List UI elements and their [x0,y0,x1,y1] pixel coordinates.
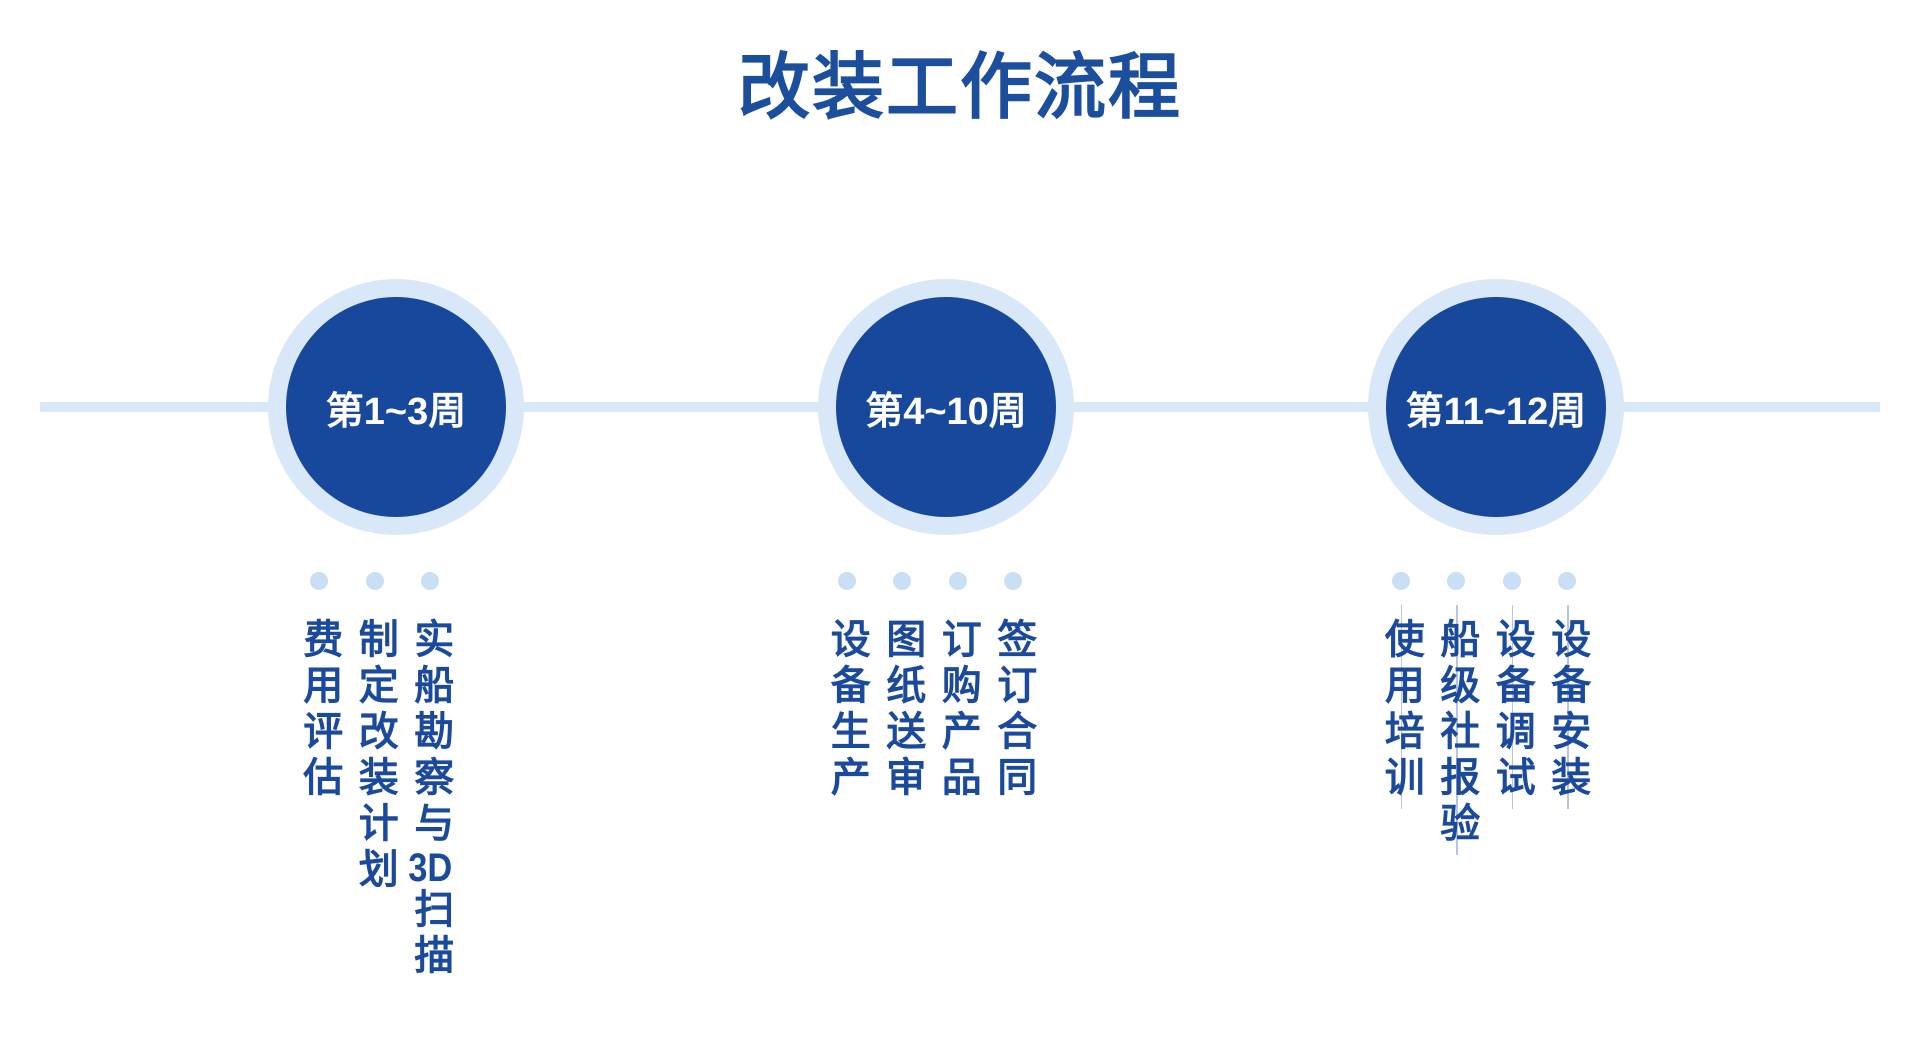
step-text: 船级社报验 [1434,618,1479,848]
leader-line [1400,605,1403,809]
milestone-circle-fill: 第4~10周 [836,297,1056,517]
week-label: 第11~12周 [1405,390,1587,433]
step-text: 图纸送审 [880,618,925,802]
step-dot [893,572,912,590]
step-text: 实船勘察与3D扫描 [408,618,453,980]
step-text: 费用评估 [297,618,342,802]
milestone-circle: 第4~10周 [818,279,1074,535]
step-item: 费用评估 [292,572,348,980]
step-item: 制定改装计划 [347,572,403,980]
step-dot [1391,572,1410,590]
step-dot [1502,572,1521,590]
step-list: 实船勘察与3D扫描制定改装计划费用评估 [292,572,459,980]
step-dot [365,572,384,590]
step-item: 实船勘察与3D扫描 [403,572,459,980]
step-text: 制定改装计划 [352,618,397,894]
step-dot [1558,572,1577,590]
milestone-circle: 第1~3周 [268,279,524,535]
step-text: 设备生产 [824,618,869,802]
week-label: 第4~10周 [865,390,1027,433]
milestone-circle-fill: 第11~12周 [1386,297,1606,517]
step-item: 图纸送审 [875,572,931,802]
latin-run: 3D [408,848,453,888]
step-text: 设备调试 [1489,618,1534,802]
milestone-circle: 第11~12周 [1368,279,1624,535]
step-item: 船级社报验 [1429,572,1485,855]
step-dot [421,572,440,590]
step-list: 签订合同订购产品图纸送审设备生产 [819,572,1041,802]
step-dot [310,572,329,590]
page-title: 改装工作流程 [737,48,1182,128]
leader-line [1511,605,1514,809]
step-text: 订购产品 [935,618,980,802]
step-dot [1447,572,1466,590]
leader-line [1456,605,1458,855]
step-text: 设备安装 [1545,618,1590,802]
step-dot [1004,572,1023,590]
step-item: 签订合同 [986,572,1042,802]
leader-line [1567,605,1569,809]
step-text: 使用培训 [1378,618,1423,802]
step-dot [837,572,856,590]
step-item: 设备安装 [1540,572,1596,848]
step-text: 签订合同 [991,618,1036,802]
week-label: 第1~3周 [325,390,467,433]
step-item: 订购产品 [930,572,986,802]
step-item: 使用培训 [1373,572,1429,848]
step-item: 设备调试 [1484,572,1540,848]
step-item: 设备生产 [819,572,875,802]
step-list: 设备安装设备调试船级社报验使用培训 [1373,572,1596,855]
step-dot [948,572,967,590]
milestone-circle-fill: 第1~3周 [286,297,506,517]
